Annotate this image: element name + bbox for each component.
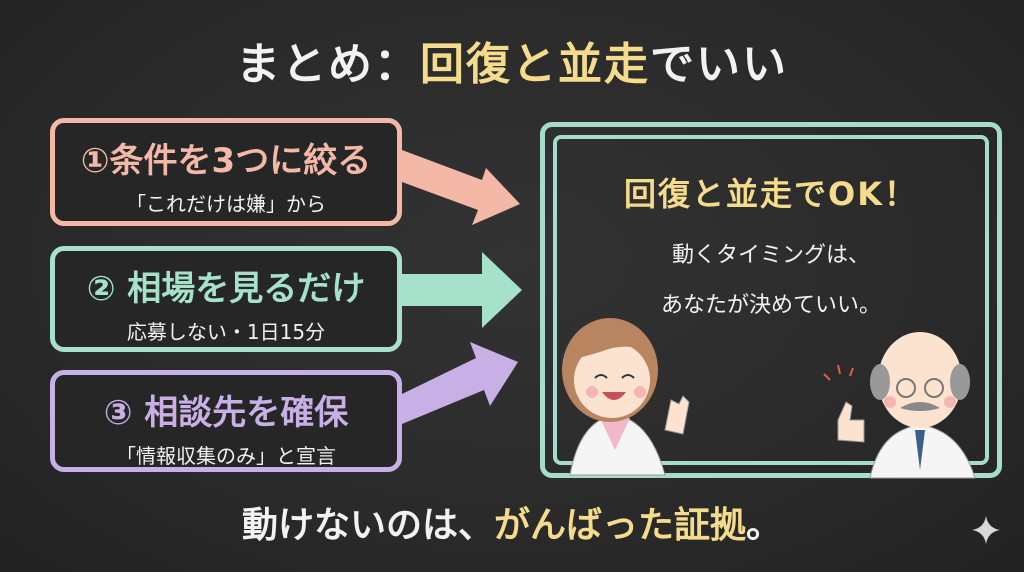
board-inner-frame bbox=[553, 135, 989, 465]
step-card-3: ③ 相談先を確保 「情報収集のみ」と宣言 bbox=[50, 370, 402, 472]
arrows bbox=[402, 150, 522, 424]
footer-suffix: 。 bbox=[746, 505, 783, 546]
step-heading: ③ 相談先を確保 bbox=[103, 393, 349, 433]
title-prefix: まとめ： bbox=[236, 39, 420, 90]
sparkle-icon bbox=[972, 516, 1000, 544]
board-line-2: あなたが決めていい。 bbox=[660, 293, 881, 318]
arrow-icon-3 bbox=[402, 342, 518, 424]
board-line-1: 動くタイミングは、 bbox=[671, 243, 870, 268]
step-subtext: 応募しない・1日15分 bbox=[126, 320, 326, 344]
footer-prefix: 動けないのは、 bbox=[241, 505, 494, 546]
title-highlight: 回復と並走 bbox=[420, 39, 650, 90]
step-subtext: 「これだけは嫌」から bbox=[126, 192, 326, 216]
footer-message: 動けないのは、がんばった証拠。 bbox=[0, 496, 1024, 548]
arrow-icon-2 bbox=[402, 252, 522, 328]
summary-board: 回復と並走でOK！ 動くタイミングは、 あなたが決めていい。 bbox=[540, 122, 1002, 478]
female-doctor-illustration bbox=[562, 318, 690, 476]
footer-highlight: がんばった証拠 bbox=[493, 505, 746, 546]
step-heading: ①条件を3つに絞る bbox=[80, 141, 372, 181]
step-card-1: ①条件を3つに絞る 「これだけは嫌」から bbox=[50, 118, 402, 226]
board-title: 回復と並走でOK！ bbox=[623, 175, 918, 213]
senior-doctor-illustration bbox=[823, 332, 976, 479]
arrow-icon-1 bbox=[402, 150, 520, 225]
page-title: まとめ：回復と並走でいい bbox=[0, 28, 1024, 92]
step-subtext: 「情報収集のみ」と宣言 bbox=[116, 444, 336, 468]
step-heading: ② 相場を見るだけ bbox=[86, 269, 366, 309]
characters bbox=[562, 318, 976, 479]
title-suffix: でいい bbox=[650, 39, 788, 90]
step-card-2: ② 相場を見るだけ 応募しない・1日15分 bbox=[50, 246, 402, 352]
